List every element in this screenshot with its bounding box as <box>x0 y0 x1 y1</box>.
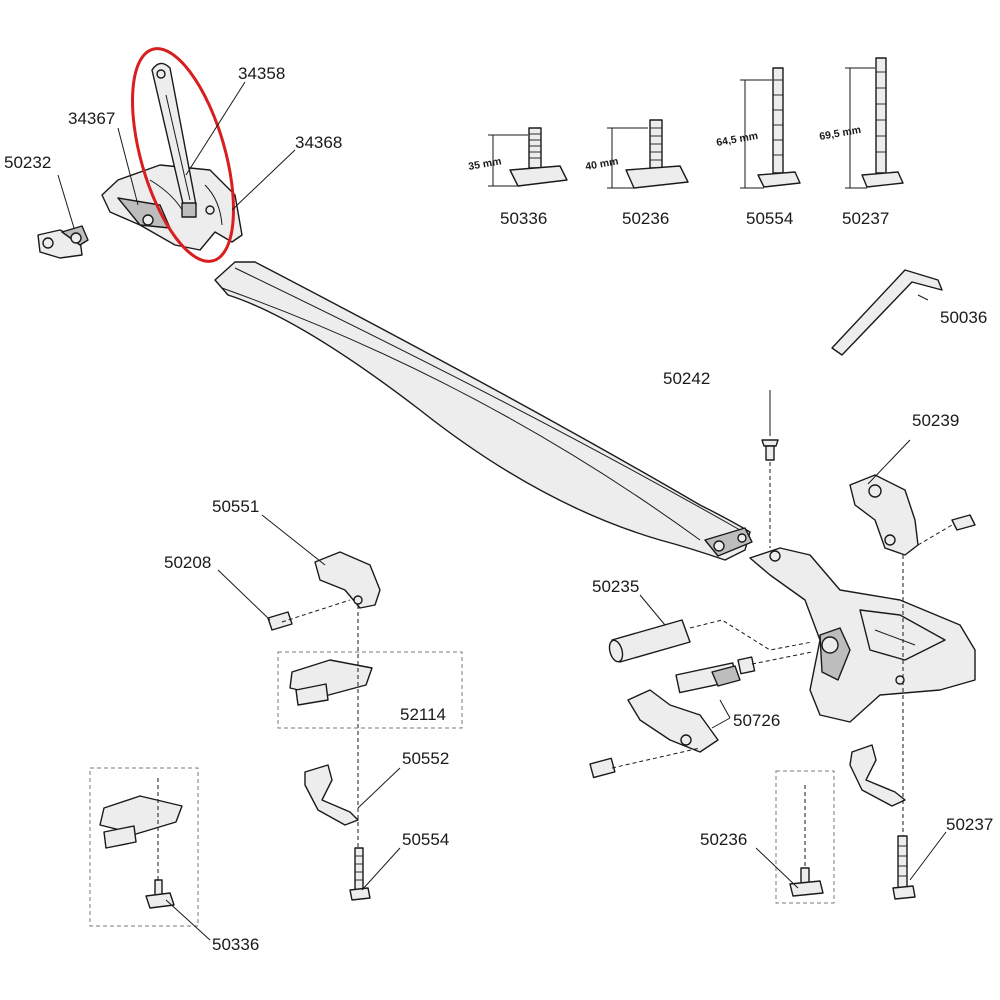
hex-key-50036 <box>831 269 943 356</box>
tbolt-50336 <box>488 127 568 187</box>
tbolt-50237 <box>845 57 904 189</box>
strap-50552 <box>304 764 359 826</box>
bolt-50554-bottom <box>349 847 371 901</box>
label-50237-bottom: 50237 <box>946 815 993 834</box>
label-34358: 34358 <box>238 64 285 83</box>
dim-35mm: 35 mm <box>467 155 502 173</box>
dimension-labels: 35 mm 40 mm 64,5 mm 69,5 mm <box>467 124 861 173</box>
tube-50235 <box>608 619 691 663</box>
frame-holder-body <box>749 547 976 723</box>
strap-50237-bottom <box>849 744 916 900</box>
tbolt-50236 <box>607 119 689 189</box>
pad-50336-bottom <box>99 795 183 909</box>
clamp-50239 <box>849 474 976 556</box>
main-rail <box>214 261 753 561</box>
leader-lines <box>57 81 947 941</box>
box-50236 <box>775 770 835 904</box>
label-50551: 50551 <box>212 497 259 516</box>
label-50239: 50239 <box>912 411 959 430</box>
highlight-ellipse <box>131 47 235 263</box>
clamp-50232 <box>37 225 89 259</box>
label-50237-top: 50237 <box>842 209 889 228</box>
dim-69-5mm: 69,5 mm <box>818 124 861 143</box>
label-50554-bottom: 50554 <box>402 830 449 849</box>
label-50208: 50208 <box>164 553 211 572</box>
label-50232: 50232 <box>4 153 51 172</box>
label-50236-top: 50236 <box>622 209 669 228</box>
pin-50208 <box>267 611 293 631</box>
bolt-50236-bottom <box>789 867 824 897</box>
label-50235: 50235 <box>592 577 639 596</box>
part-labels: 34358 34367 34368 50232 50336 50236 5055… <box>4 64 993 954</box>
dim-64-5mm: 64,5 mm <box>715 130 758 149</box>
label-50554-top: 50554 <box>746 209 793 228</box>
label-50236-bottom: 50236 <box>700 830 747 849</box>
front-wheel-holder <box>101 164 243 251</box>
quick-release-50726 <box>589 656 756 779</box>
box-52114 <box>277 651 463 729</box>
strap-34358 <box>151 62 197 218</box>
assembly-lines <box>157 462 953 880</box>
label-50336-bottom: 50336 <box>212 935 259 954</box>
label-34368: 34368 <box>295 133 342 152</box>
label-52114: 52114 <box>400 705 446 724</box>
label-50242: 50242 <box>663 369 710 388</box>
label-50726: 50726 <box>733 711 780 730</box>
label-50036: 50036 <box>940 308 987 327</box>
tbolt-50554 <box>740 67 801 189</box>
dim-40mm: 40 mm <box>584 155 619 173</box>
label-50552: 50552 <box>402 749 449 768</box>
label-50336-top: 50336 <box>500 209 547 228</box>
clamp-50551 <box>314 551 381 609</box>
pad-52114 <box>289 659 373 706</box>
label-34367: 34367 <box>68 109 115 128</box>
screw-50242 <box>761 439 779 461</box>
